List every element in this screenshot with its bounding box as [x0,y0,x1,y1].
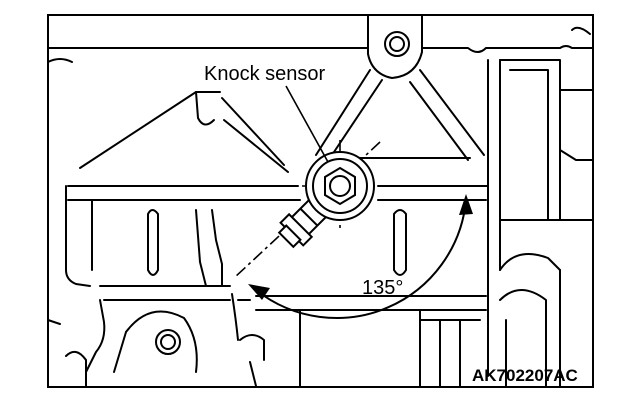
angle-arc [248,194,473,319]
sensor-leader-line [285,85,329,163]
knock-sensor-label: Knock sensor [204,63,326,85]
figure-code: AK702207AC [472,366,578,385]
arc-arrowhead-top [459,194,473,215]
knock-sensor [277,151,375,249]
angle-label: 135° [362,277,403,299]
engine-block-outline [47,14,594,387]
arc-arrowhead-bottom [248,284,270,300]
